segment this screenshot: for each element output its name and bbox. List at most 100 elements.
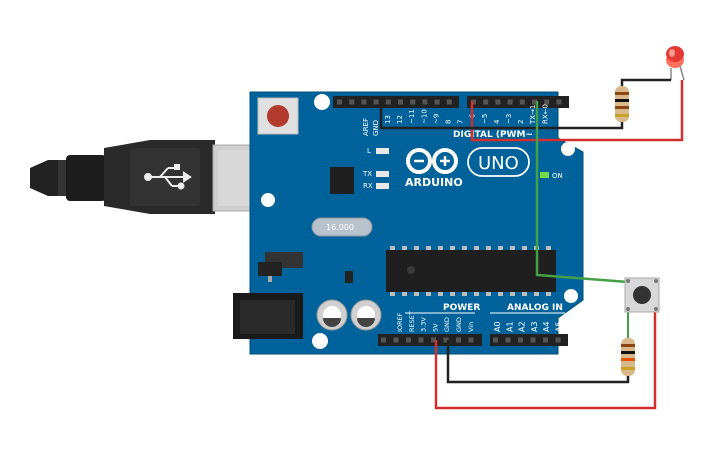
digital-pin-label: 2 — [517, 120, 525, 124]
reset-button[interactable] — [257, 97, 299, 135]
brand-label: ARDUINO — [405, 176, 463, 189]
pin-hole[interactable] — [505, 337, 511, 343]
digital-pin-label: TX→1 — [529, 105, 537, 125]
power-pin-label: GND — [455, 317, 463, 332]
capacitor — [350, 299, 382, 331]
pin-hole[interactable] — [349, 99, 355, 105]
red-led[interactable] — [666, 46, 685, 81]
pushbutton[interactable] — [624, 277, 660, 313]
pin-hole[interactable] — [468, 337, 474, 343]
power-label: POWER — [443, 303, 480, 313]
digital-pin-label: 13 — [384, 115, 392, 124]
pulldown-resistor[interactable] — [621, 338, 635, 376]
pin-hole[interactable] — [493, 337, 498, 343]
uno-badge — [467, 147, 530, 177]
pin-hole[interactable] — [361, 99, 367, 105]
led-l — [376, 148, 389, 154]
digital-header-right — [467, 96, 569, 108]
wire-led-gnd — [379, 78, 671, 130]
svg-text:16.000: 16.000 — [326, 223, 354, 232]
pin-hole[interactable] — [519, 99, 525, 105]
gnd-pin-label: GND — [372, 120, 380, 136]
digital-label: DIGITAL (PWM~ — [453, 130, 533, 140]
pin-hole[interactable] — [443, 337, 449, 343]
power-pin-label: IOREF — [396, 312, 404, 332]
pin-hole[interactable] — [483, 99, 489, 105]
pin-hole[interactable] — [373, 99, 379, 105]
led-tx-label: TX — [362, 170, 372, 178]
power-pin-label: 5V — [431, 323, 439, 332]
power-pin-label: 3.3V — [420, 317, 428, 332]
analog-pin-label: A2 — [518, 321, 527, 332]
pin-hole[interactable] — [471, 99, 476, 105]
analog-pin-label: A1 — [505, 321, 514, 332]
mounting-hole — [314, 94, 330, 110]
pin-hole[interactable] — [398, 99, 403, 105]
digital-pin-label: RX←0 — [541, 104, 549, 124]
led-tx — [376, 171, 389, 177]
mounting-hole — [561, 142, 575, 156]
capacitor — [316, 299, 348, 331]
pin-hole[interactable] — [456, 337, 461, 343]
digital-pin-label: ~5 — [481, 114, 489, 124]
digital-header-left — [333, 96, 459, 108]
digital-pin-label: 7 — [457, 120, 465, 124]
digital-pin-label: ~3 — [505, 114, 513, 124]
wire-5v — [434, 312, 657, 410]
pin-hole[interactable] — [410, 99, 416, 105]
pin-hole[interactable] — [518, 337, 523, 343]
mounting-hole — [312, 333, 328, 349]
pin-hole[interactable] — [393, 337, 399, 343]
on-led — [540, 172, 549, 178]
power-pin-label: RESET — [408, 311, 416, 332]
led-resistor[interactable] — [615, 86, 629, 122]
model-label: UNO — [478, 153, 519, 174]
led-rx — [376, 183, 389, 189]
arduino-logo — [406, 148, 458, 174]
power-jack[interactable] — [233, 293, 303, 339]
wire-led-anode — [470, 80, 684, 142]
wire-button-signal — [535, 101, 629, 284]
analog-pin-label: A3 — [530, 321, 539, 332]
pin-hole[interactable] — [556, 99, 562, 105]
pin-hole[interactable] — [385, 99, 391, 105]
digital-pin-label: 8 — [445, 120, 453, 124]
led-rx-label: RX — [363, 182, 373, 190]
analog-label: ANALOG IN — [507, 303, 563, 313]
mounting-hole — [261, 193, 275, 207]
led-l-label: L — [367, 147, 371, 155]
crystal: 16.000 — [311, 217, 373, 237]
pin-hole[interactable] — [406, 337, 411, 343]
pin-hole[interactable] — [381, 337, 386, 343]
pin-hole[interactable] — [530, 337, 536, 343]
pin-hole[interactable] — [434, 99, 440, 105]
wire-gnd — [446, 340, 630, 384]
analog-pin-label: A5 — [555, 321, 564, 332]
pin-hole[interactable] — [555, 337, 561, 343]
pin-hole[interactable] — [337, 99, 342, 105]
digital-pin-label: ~11 — [408, 109, 416, 124]
pin-hole[interactable] — [418, 337, 424, 343]
digital-pin-label: ~9 — [432, 114, 440, 124]
digital-pin-label: ~10 — [420, 109, 428, 124]
on-label: ON — [552, 172, 563, 180]
pin-hole[interactable] — [543, 337, 548, 343]
digital-pin-label: 4 — [493, 119, 501, 124]
pin-hole[interactable] — [495, 99, 501, 105]
pin-hole[interactable] — [507, 99, 513, 105]
pin-hole[interactable] — [532, 99, 537, 105]
analog-pin-label: A0 — [493, 321, 502, 332]
pin-hole[interactable] — [446, 99, 452, 105]
analog-header — [490, 334, 568, 346]
mounting-hole — [564, 289, 578, 303]
pin-hole[interactable] — [431, 337, 436, 343]
pin-hole[interactable] — [544, 99, 550, 105]
header-pins — [337, 99, 562, 343]
usb-icon — [144, 164, 192, 190]
pin-hole[interactable] — [422, 99, 428, 105]
power-pin-label: Vin — [467, 322, 475, 332]
